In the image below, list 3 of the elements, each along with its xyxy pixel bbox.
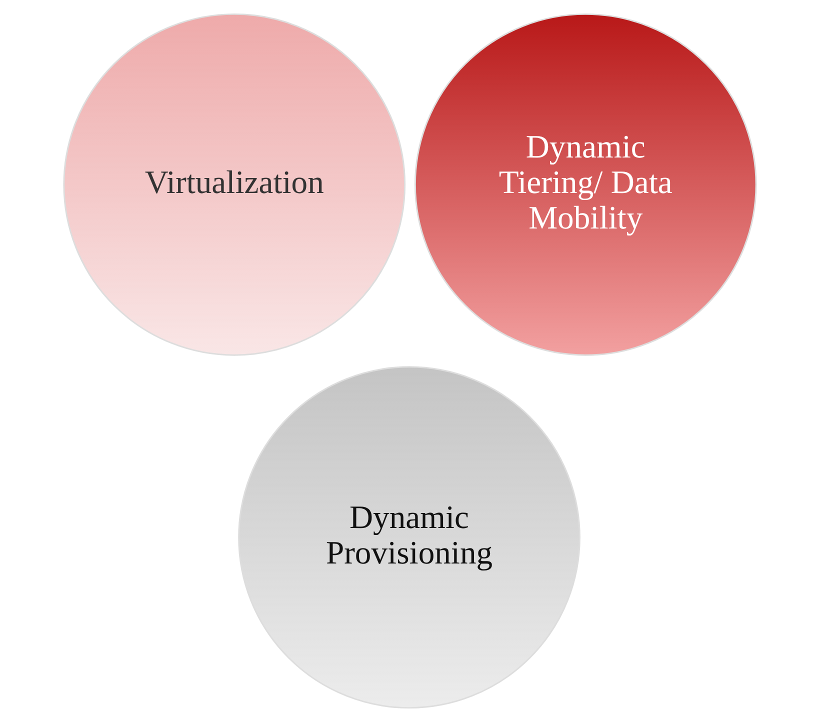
node-circle: Dynamic Provisioning bbox=[238, 366, 580, 709]
node-circle: Virtualization bbox=[62, 13, 406, 356]
node-circle: Dynamic Tiering/ Data Mobility bbox=[414, 13, 756, 356]
